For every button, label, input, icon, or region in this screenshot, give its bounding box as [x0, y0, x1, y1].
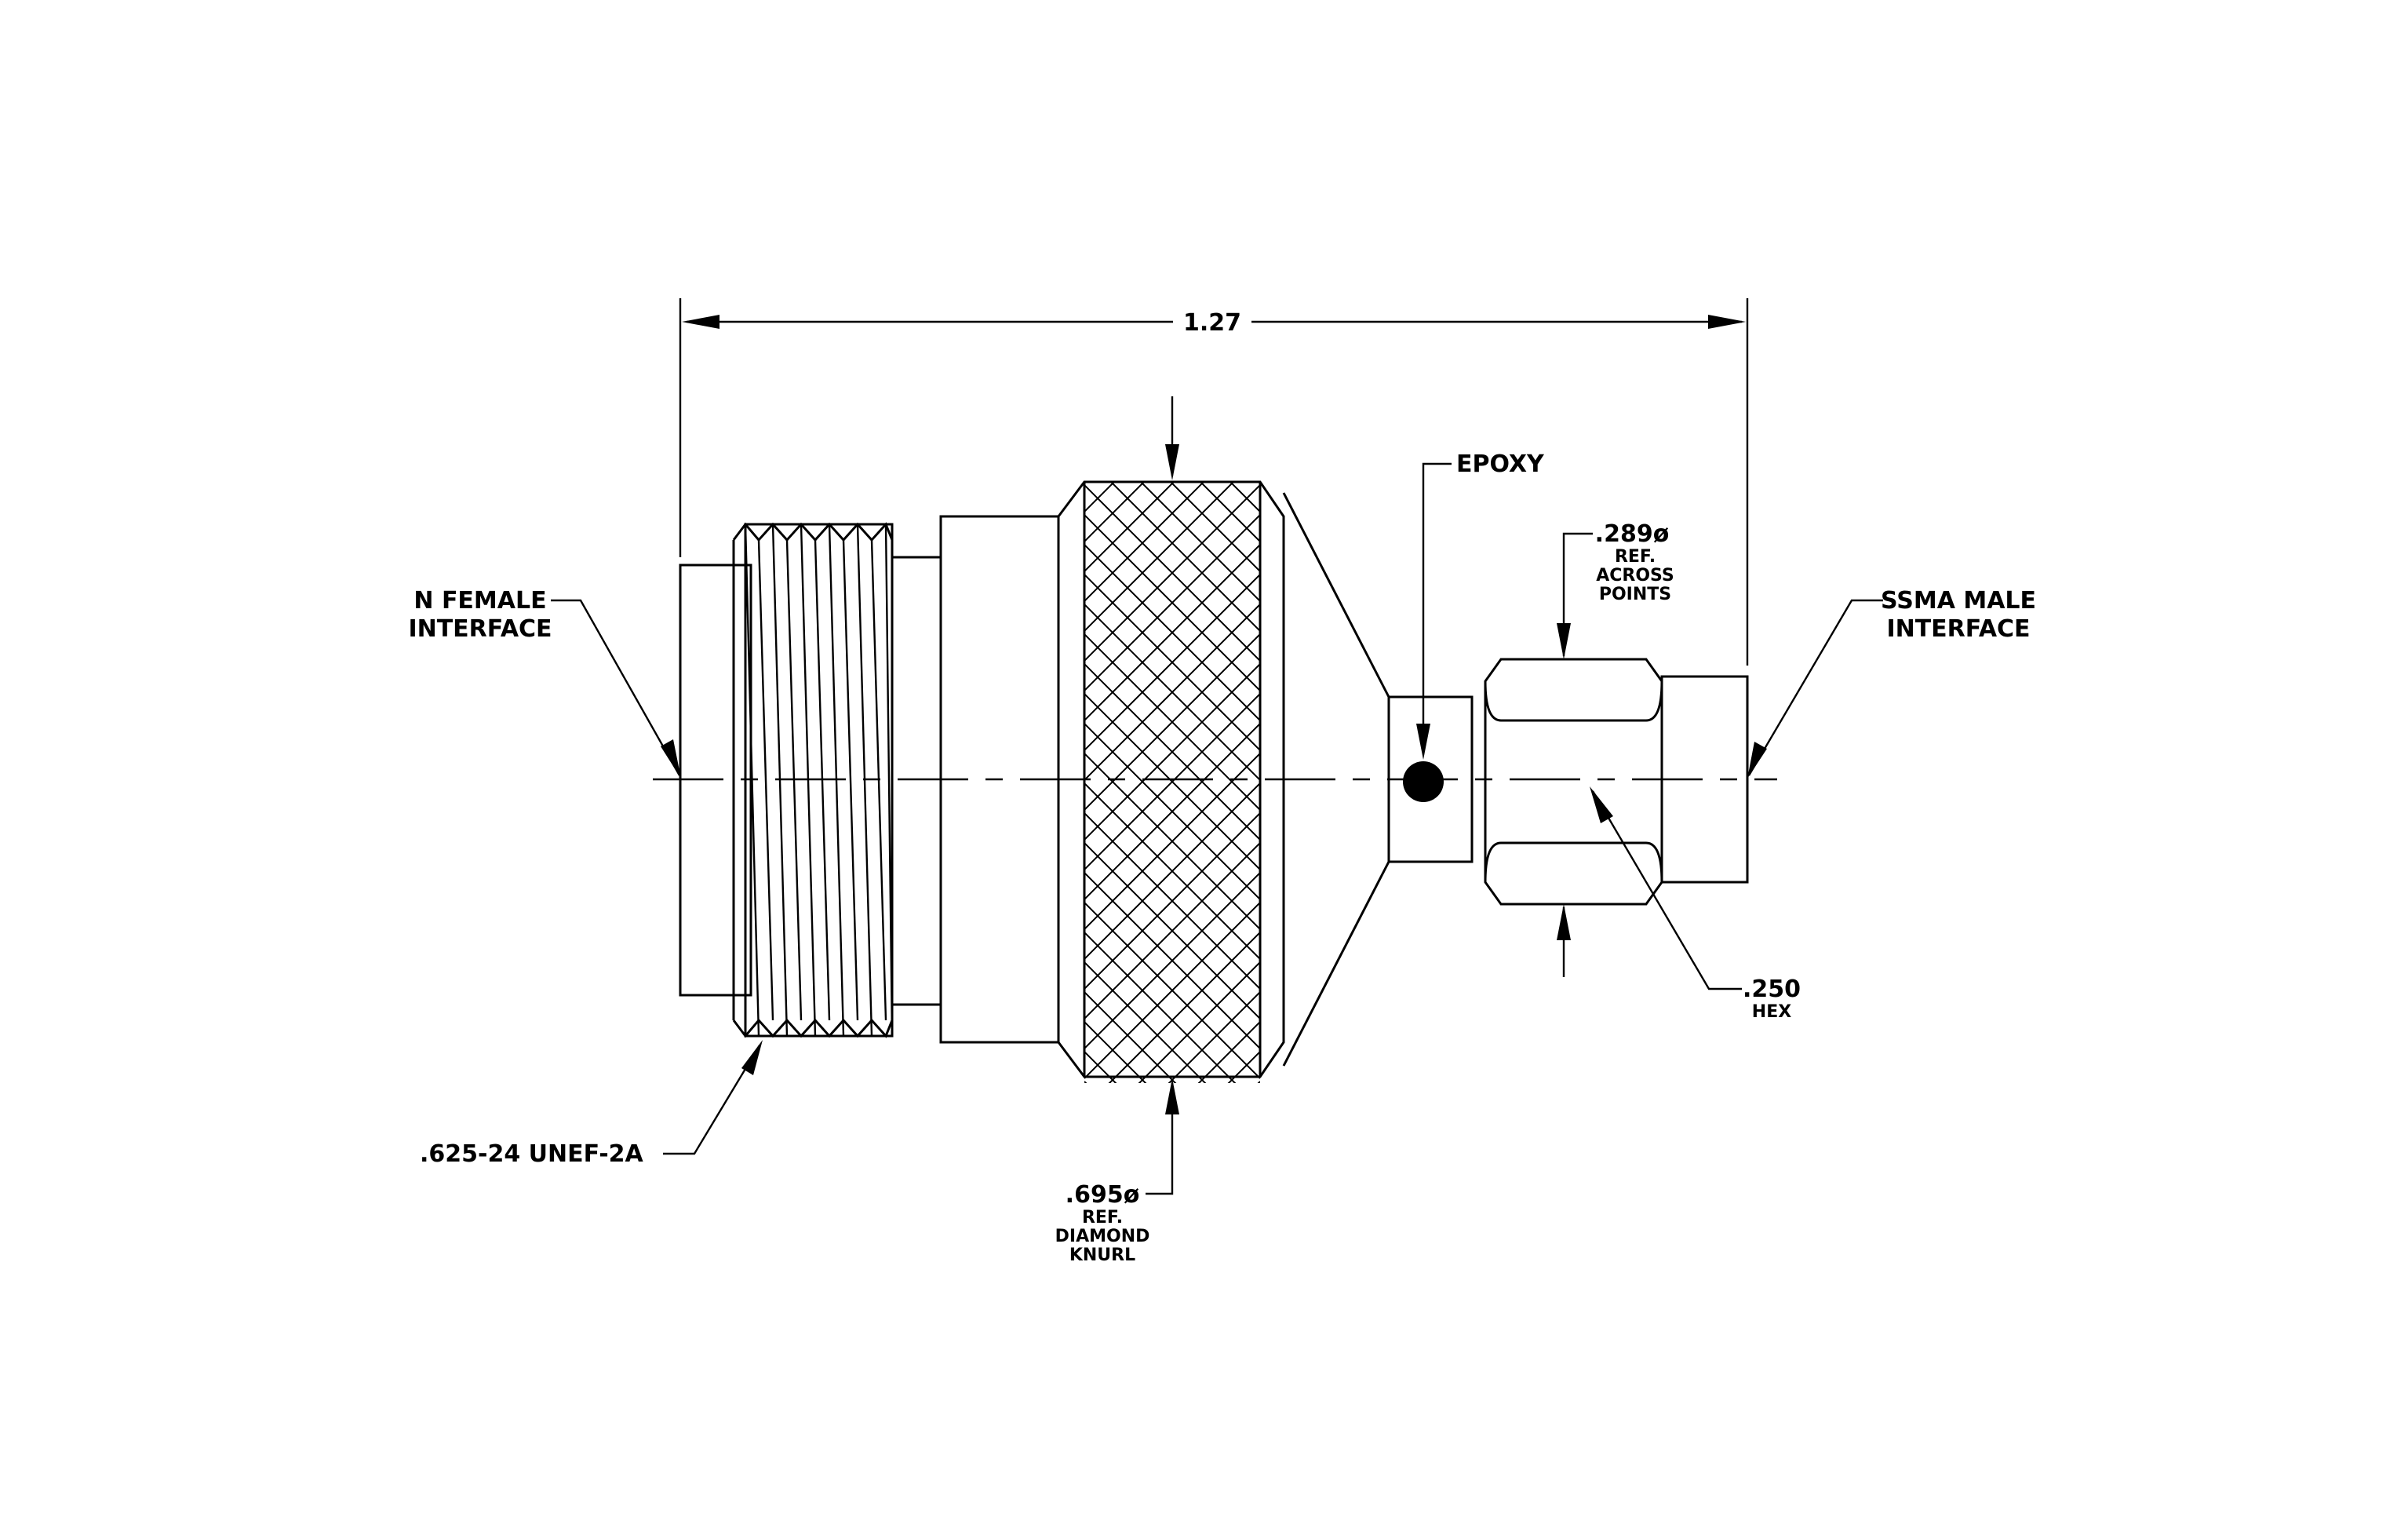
knurl-value: .695ø [1066, 1181, 1140, 1209]
diamond-knurl-pattern [1084, 482, 1260, 1083]
hex-points-line2: ACROSS [1596, 566, 1674, 585]
thread-crest-bottom [732, 1018, 894, 1038]
knurl-arrowhead-top [1165, 444, 1179, 480]
thread-arrowhead [741, 1040, 763, 1075]
callout-knurl: .695ø REF. DIAMOND KNURL [1055, 396, 1179, 1265]
hex-flat-top [1484, 680, 1663, 722]
callout-ssma-male: SSMA MALE INTERFACE [1747, 587, 2036, 779]
arrowhead-right [1708, 315, 1746, 329]
cone-top [1282, 492, 1390, 698]
hex-points-value: .289ø [1595, 520, 1670, 548]
hex-points-line1: REF. [1615, 547, 1656, 567]
n-female-leader [551, 599, 681, 776]
ssma-male-arrowhead [1747, 742, 1767, 779]
ssma-male-label-line1: SSMA MALE [1881, 587, 2036, 615]
hex-points-leader-top [1562, 532, 1593, 656]
hex-nut [1484, 658, 1663, 906]
epoxy-leader [1422, 462, 1452, 753]
callout-epoxy: EPOXY [1416, 450, 1545, 760]
knurl-leader-bottom [1146, 1083, 1174, 1195]
n-female-arrowhead [661, 739, 681, 779]
overall-length-dimension: 1.27 [679, 298, 1749, 666]
overall-length-label: 1.27 [1183, 309, 1241, 337]
epoxy-dot [1403, 761, 1444, 802]
callout-n-female: N FEMALE INTERFACE [408, 587, 681, 779]
callout-hex-points: .289ø REF. ACROSS POINTS [1557, 520, 1674, 977]
epoxy-arrowhead [1416, 724, 1430, 760]
thread-label: .625-24 UNEF-2A [420, 1140, 644, 1168]
hex-flats-value: .250 [1743, 976, 1801, 1003]
cone-bottom [1282, 861, 1390, 1067]
ssma-male-leader [1747, 599, 1883, 776]
n-female-label-line1: N FEMALE [413, 587, 546, 615]
n-female-label-line2: INTERFACE [408, 615, 552, 643]
thread-crest-top [732, 522, 894, 542]
hex-points-arrowhead-top [1557, 623, 1571, 659]
hex-points-arrowhead-bottom [1557, 904, 1571, 940]
hex-flat-bottom [1484, 841, 1663, 883]
knurl-lines-b [1084, 482, 1260, 1083]
hex-flats-leader [1591, 790, 1742, 990]
knurl-arrowhead-bottom [1165, 1078, 1179, 1114]
callout-thread: .625-24 UNEF-2A [420, 1040, 763, 1168]
thread-leader [663, 1045, 761, 1155]
hex-flats-arrowhead [1590, 786, 1613, 823]
hex-outline [1484, 658, 1663, 906]
main-body [939, 480, 1390, 1083]
knurl-line1: REF. [1082, 1208, 1123, 1227]
hex-points-line3: POINTS [1599, 585, 1671, 604]
arrowhead-left [682, 315, 719, 329]
thread-neck [891, 556, 942, 1006]
knurl-line3: KNURL [1069, 1246, 1135, 1265]
epoxy-label: EPOXY [1456, 450, 1545, 478]
callout-hex-flats: .250 HEX [1590, 786, 1801, 1022]
ssma-male-label-line2: INTERFACE [1886, 615, 2030, 643]
knurl-line2: DIAMOND [1055, 1227, 1150, 1246]
hex-flats-line1: HEX [1752, 1002, 1791, 1022]
